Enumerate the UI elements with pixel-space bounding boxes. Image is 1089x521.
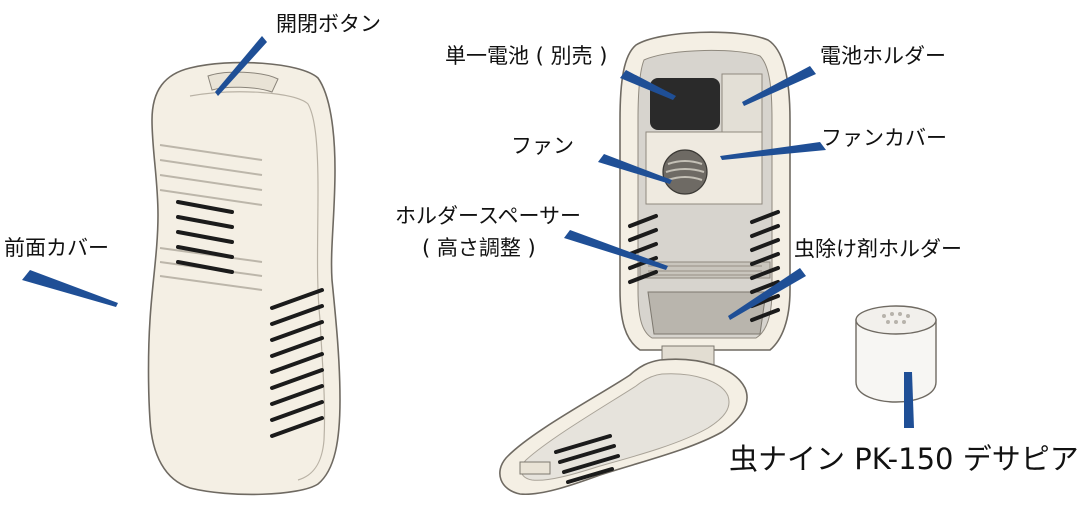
battery-shape	[650, 78, 720, 130]
cover-latch	[519, 461, 551, 475]
label-product-name: 虫ナイン PK-150 デサピア	[729, 442, 1079, 476]
label-battery: 単一電池 ( 別売 )	[445, 44, 608, 68]
label-repellent-holder: 虫除け剤ホルダー	[794, 237, 962, 261]
label-open-close-button: 開閉ボタン	[276, 12, 381, 36]
fan-blades	[665, 160, 705, 181]
front-cover-body	[147, 61, 341, 496]
repellent-canister	[855, 305, 937, 403]
leader-fan-cover	[720, 142, 826, 160]
opened-cover-inner	[520, 373, 730, 481]
canister-body	[855, 319, 937, 403]
dark-vent-slats-front	[176, 200, 234, 274]
leader-product	[904, 372, 914, 428]
leader-open-close-button	[215, 36, 267, 96]
label-fan-cover: ファンカバー	[821, 126, 947, 150]
label-front-cover: 前面カバー	[4, 236, 109, 260]
open-device	[499, 31, 791, 496]
leader-battery	[620, 70, 676, 100]
label-battery-holder: 電池ホルダー	[820, 44, 946, 68]
opened-cover-vents	[554, 434, 620, 484]
leader-battery-holder	[742, 66, 816, 106]
dark-vent-slats-side	[270, 288, 324, 438]
leader-repellent-holder	[728, 268, 806, 320]
housing-vents-left	[628, 214, 658, 284]
housing-vents-right	[750, 210, 780, 322]
label-holder-spacer-note: ( 高さ調整 )	[422, 236, 536, 260]
leader-lines	[22, 36, 914, 428]
leader-holder-spacer	[564, 230, 668, 270]
closed-device	[147, 61, 341, 496]
front-cover-inner-edge	[189, 91, 326, 481]
leader-front-cover	[22, 270, 118, 307]
canister-holes	[882, 312, 910, 324]
leader-fan	[598, 154, 672, 184]
repellent-holder-shape	[647, 291, 767, 335]
label-holder-spacer: ホルダースペーサー	[395, 204, 582, 228]
label-fan: ファン	[511, 134, 574, 158]
fan-shape	[662, 149, 708, 195]
battery-holder-shape	[721, 73, 763, 135]
